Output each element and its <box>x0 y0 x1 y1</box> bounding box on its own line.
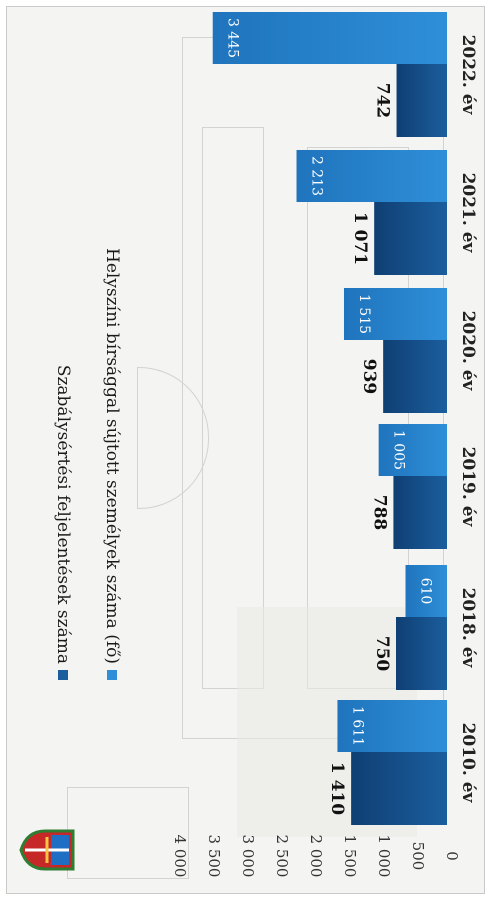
data-label-series-1: 939 <box>359 359 379 395</box>
category-label: 2019. év <box>458 447 478 528</box>
data-label-series-1: 788 <box>369 495 389 531</box>
bar-series-2 <box>212 12 447 64</box>
axis-tick-label: 500 <box>409 842 427 871</box>
axis-tick-label: 3 000 <box>239 835 257 878</box>
bar-series-1 <box>383 340 447 413</box>
bar-series-2 <box>343 288 447 340</box>
category-label: 2020. év <box>458 311 478 392</box>
legend-swatch <box>58 670 68 680</box>
legend-label: Szabálysértési feljelentések száma <box>53 365 73 664</box>
category-label: 2022. év <box>458 35 478 116</box>
bar-series-1 <box>374 202 447 275</box>
data-label-series-1: 1 410 <box>327 762 347 815</box>
category-label: 2021. év <box>458 173 478 254</box>
axis-tick-label: 2 500 <box>273 835 291 878</box>
bar-series-2 <box>296 150 447 202</box>
axis-tick-label: 1 000 <box>375 835 393 878</box>
coat-of-arms-emblem <box>19 829 75 871</box>
data-label-series-2: 2 213 <box>309 156 325 196</box>
axis-tick-label: 3 500 <box>205 835 223 878</box>
bar-series-1 <box>396 64 447 137</box>
data-label-series-2: 610 <box>418 578 434 605</box>
data-label-series-2: 3 445 <box>225 18 241 58</box>
data-label-series-1: 750 <box>372 636 392 672</box>
bar-series-1 <box>351 752 447 825</box>
axis-tick-label: 1 500 <box>341 835 359 878</box>
axis-tick-label: 2 000 <box>307 835 325 878</box>
bar-series-1 <box>396 617 447 690</box>
legend-swatch <box>107 670 117 680</box>
data-label-series-1: 742 <box>373 83 393 119</box>
data-label-series-1: 1 071 <box>350 212 370 265</box>
axis-tick-label: 4 000 <box>171 835 189 878</box>
data-label-series-2: 1 611 <box>349 706 365 746</box>
bar-series-1 <box>393 476 447 549</box>
category-label: 2018. év <box>458 588 478 669</box>
bar-series-2 <box>405 565 447 617</box>
category-label: 2010. év <box>458 723 478 804</box>
bar-series-2 <box>378 424 447 476</box>
legend-label: Helyszíni bírsággal sújtott személyek sz… <box>102 248 122 664</box>
axis-tick-label: 0 <box>443 851 461 861</box>
data-label-series-2: 1 515 <box>356 294 372 334</box>
bar-series-2 <box>337 700 447 752</box>
data-label-series-2: 1 005 <box>391 430 407 470</box>
